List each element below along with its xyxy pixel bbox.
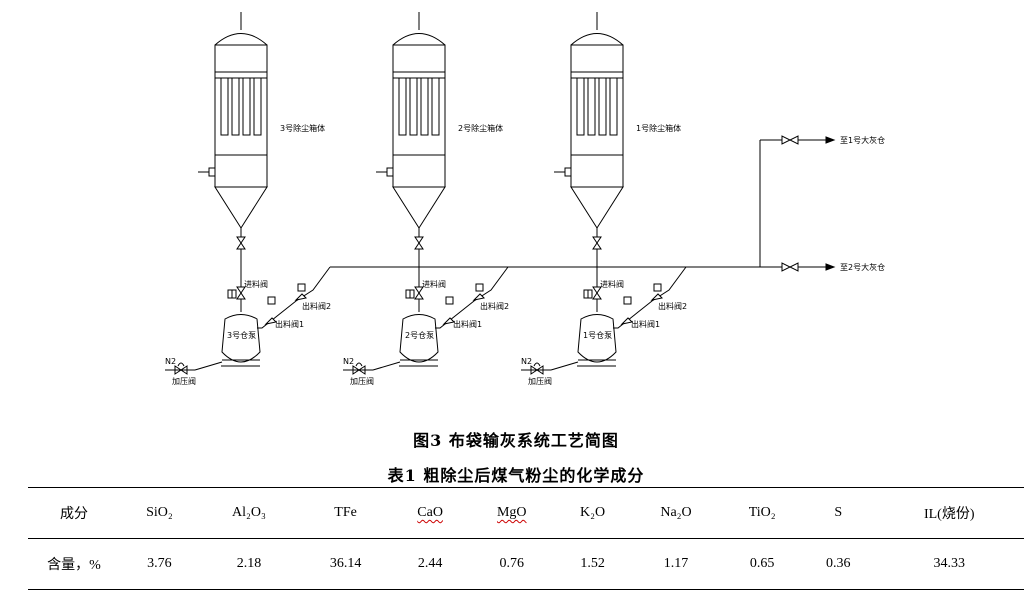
n2-label-1: N2 [521,357,532,366]
header-cell: S [802,487,875,539]
composition-table: 成分 SiO₂ Al₂O₃ TFe CaO MgO K₂O Na₂O TiO₂ … [28,487,1024,590]
value-cell: 2.18 [198,538,300,590]
n2-label-2: N2 [343,357,354,366]
dedusting-unit-3 [165,12,331,375]
value-cell: 36.14 [299,538,393,590]
dest-1-line [760,135,836,145]
box-label-2: 2号除尘箱体 [458,123,503,133]
pump-label-2: 2号仓泵 [405,330,434,340]
pump-label-1: 1号仓泵 [583,330,612,340]
value-cell: 3.76 [120,538,199,590]
outlet-valve-2-label-3: 出料阀2 [302,301,331,311]
value-cell: 0.65 [722,538,803,590]
dest-2-label: 至2号大灰仓 [840,262,885,272]
header-cell: CaO [392,487,469,539]
inlet-valve-label-3: 进料阀 [244,279,268,289]
figure-caption: 图3 布袋输灰系统工艺简图 [413,431,619,450]
outlet-valve-2-label-1: 出料阀2 [658,301,687,311]
n2-label-3: N2 [165,357,176,366]
value-cell: 0.36 [802,538,875,590]
outlet-valve-2-label-2: 出料阀2 [480,301,509,311]
table-header-row: 成分 SiO₂ Al₂O₃ TFe CaO MgO K₂O Na₂O TiO₂ … [28,487,1024,539]
value-cell: 1.17 [629,538,723,590]
table-caption: 表1 粗除尘后煤气粉尘的化学成分 [387,466,645,485]
header-cell: TiO₂ [722,487,803,539]
table-value-row: 含量，% 3.76 2.18 36.14 2.44 0.76 1.52 1.17… [28,538,1024,590]
row-label-cell: 含量，% [28,538,120,590]
inlet-valve-label-1: 进料阀 [600,279,624,289]
value-cell: 1.52 [555,538,630,590]
value-cell: 0.76 [468,538,556,590]
header-cell: K₂O [555,487,630,539]
header-cell: Na₂O [629,487,723,539]
value-cell: 34.33 [874,538,1024,590]
header-cell: SiO₂ [120,487,199,539]
header-cell: TFe [299,487,393,539]
value-cell: 2.44 [392,538,469,590]
outlet-valve-1-label-1: 出料阀1 [631,319,660,329]
dest-2-line [760,262,836,272]
dedusting-unit-1 [520,11,687,375]
dest-1-label: 至1号大灰仓 [840,135,885,145]
inlet-valve-label-2: 进料阀 [422,279,446,289]
pressurize-valve-label-1: 加压阀 [528,376,552,386]
box-label-3: 3号除尘箱体 [280,123,325,133]
header-cell: IL(烧份) [874,487,1024,539]
outlet-valve-1-label-2: 出料阀1 [453,319,482,329]
pressurize-valve-label-2: 加压阀 [350,376,374,386]
header-cell: Al₂O₃ [198,487,300,539]
box-label-1: 1号除尘箱体 [636,123,681,133]
process-flow-diagram: 至1号大灰仓 至2号大灰仓 [165,11,885,386]
header-label-cell: 成分 [28,487,120,539]
header-cell: MgO [468,487,556,539]
outlet-valve-1-label-3: 出料阀1 [275,319,304,329]
dedusting-unit-2 [342,11,509,375]
pressurize-valve-label-3: 加压阀 [172,376,196,386]
pump-label-3: 3号仓泵 [227,330,256,340]
